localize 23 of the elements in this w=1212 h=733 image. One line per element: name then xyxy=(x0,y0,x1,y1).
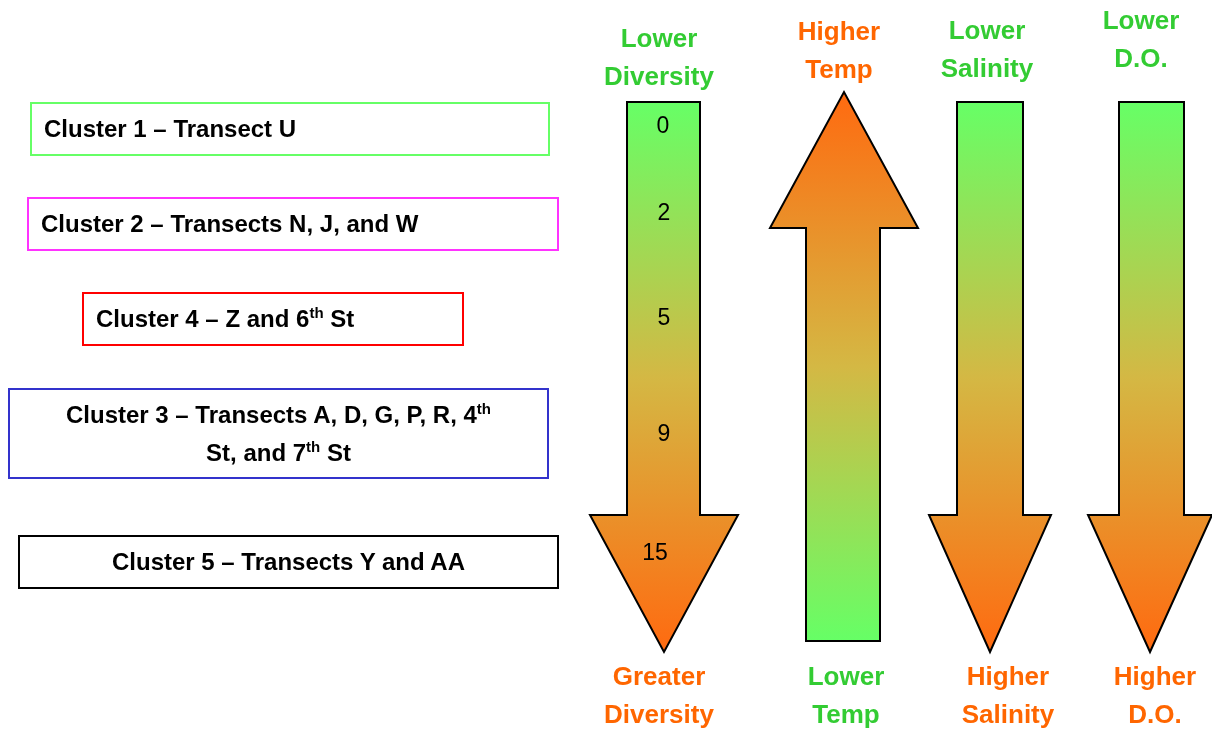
cluster-label: Cluster 1 – Transect U xyxy=(44,114,297,144)
cluster-label: Cluster 5 – Transects Y and AA xyxy=(111,547,465,577)
cluster-label: Cluster 3 – Transects A, D, G, P, R, 4$^{th}$ St, and 7$^{th}$ St xyxy=(65,398,492,468)
cluster-box xyxy=(27,197,559,251)
axis-end-label: Lower Diversity xyxy=(603,22,715,93)
scale-value: 15 xyxy=(641,539,669,565)
cluster-box xyxy=(30,102,550,156)
axis-end-label: Greater Diversity xyxy=(603,660,715,731)
cluster-box xyxy=(82,292,464,346)
axis-end-label: Lower Temp xyxy=(806,660,886,731)
axis-end-label: Higher Salinity xyxy=(960,660,1056,731)
cluster-box xyxy=(18,535,559,589)
scale-value: 0 xyxy=(655,112,671,138)
cluster-label: Cluster 4 – Z and 6$^{th}$ St xyxy=(96,303,355,334)
scale-value: 5 xyxy=(656,304,672,330)
scale-value: 9 xyxy=(656,420,672,446)
cluster-label: Cluster 2 – Transects N, J, and W xyxy=(41,209,419,239)
axis-end-label: Lower Salinity xyxy=(939,14,1035,85)
axis-end-label: Higher Temp xyxy=(796,15,882,86)
scale-value: 2 xyxy=(656,199,672,225)
axis-end-label: Higher D.O. xyxy=(1112,660,1198,731)
axis-end-label: Lower D.O. xyxy=(1101,4,1181,75)
cluster-box xyxy=(8,388,549,479)
